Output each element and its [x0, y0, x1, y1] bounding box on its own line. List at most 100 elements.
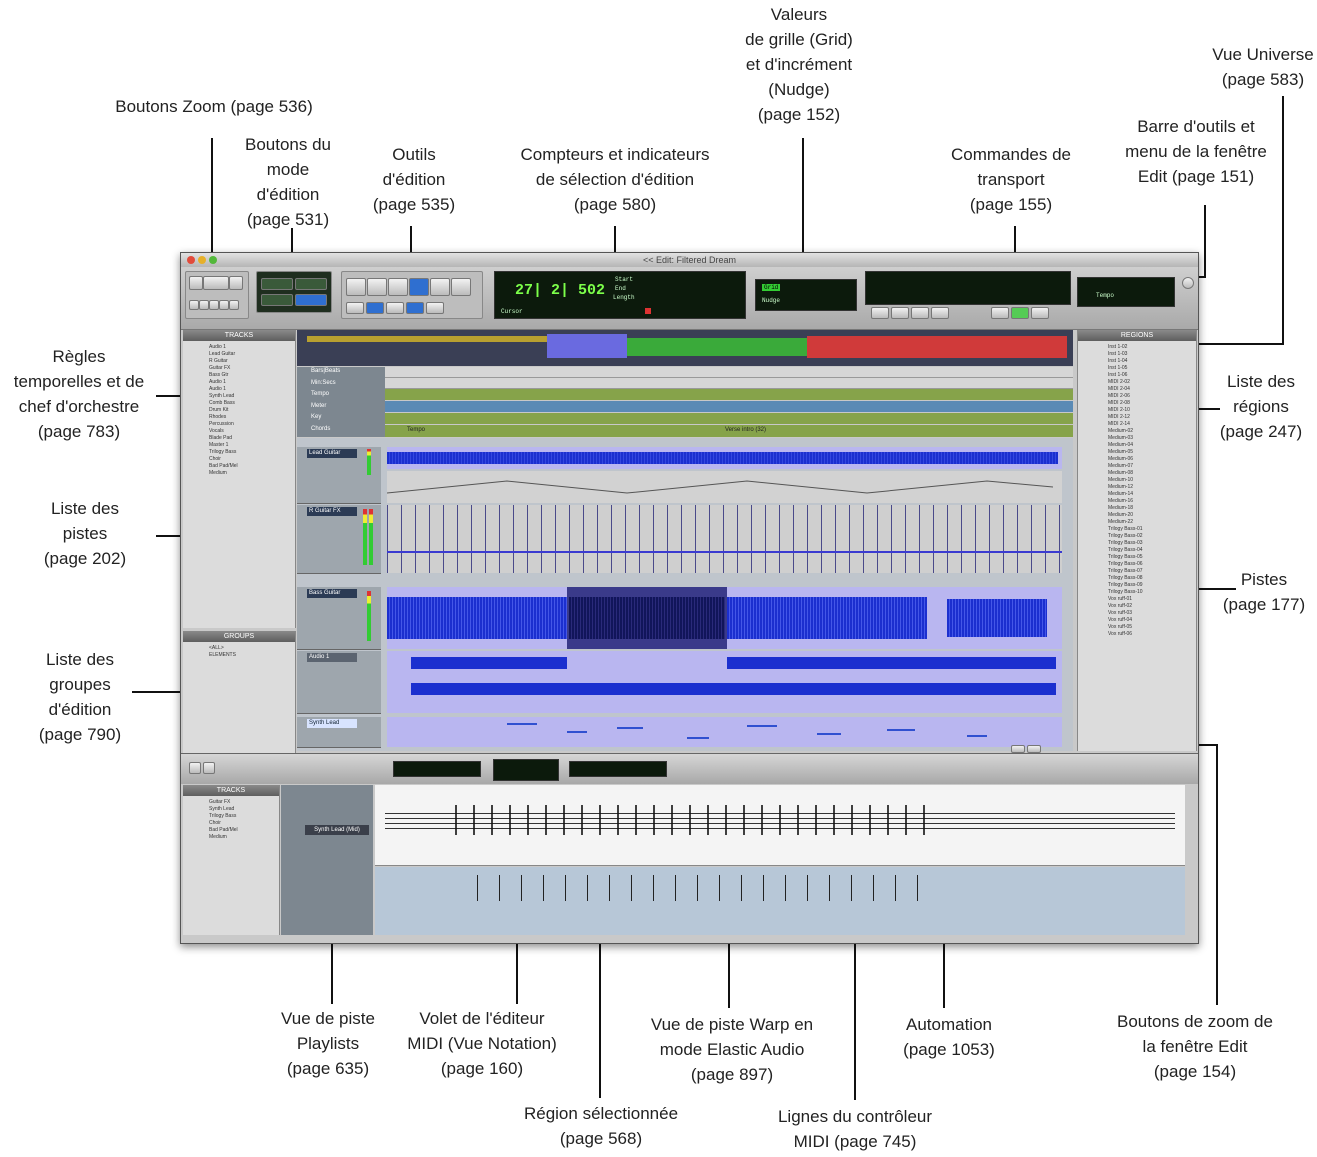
tool-option-5[interactable] [426, 302, 444, 314]
scrubber-tool-icon[interactable] [430, 278, 450, 296]
track-list-item[interactable]: Choir [209, 456, 221, 462]
tool-option-2[interactable] [366, 302, 384, 314]
track-header-bass-guitar[interactable]: Bass Guitar [297, 587, 381, 650]
zoom-in-button[interactable] [229, 276, 243, 290]
midi-track-list-item[interactable]: Choir [209, 820, 221, 826]
toolbar-menu-button[interactable] [1182, 277, 1194, 289]
track-list-item[interactable]: Vocals [209, 428, 224, 434]
region-list-item[interactable]: MIDI 2-12 [1108, 414, 1130, 420]
midi-note[interactable] [567, 731, 587, 733]
track-list-item[interactable]: Percussion [209, 421, 234, 427]
region-list-item[interactable]: Inst 1-05 [1108, 365, 1128, 371]
midi-controller-lane[interactable] [375, 867, 1185, 935]
region-list-item[interactable]: MIDI 2-10 [1108, 407, 1130, 413]
track-name[interactable]: Audio 1 [307, 653, 357, 662]
midi-note[interactable] [687, 737, 709, 739]
grabber-tool-icon[interactable] [409, 278, 429, 296]
region-list-item[interactable]: Trilogy Bass-07 [1108, 568, 1143, 574]
ruler-label[interactable]: Key [311, 414, 322, 420]
zoom-preset-2[interactable] [199, 300, 209, 310]
ruler-label[interactable]: Chords [311, 425, 331, 432]
zoom-window-icon[interactable] [209, 256, 217, 264]
midi-track-list-item[interactable]: Bad Pad/Mel [209, 827, 238, 833]
region-list-item[interactable]: Medium-06 [1108, 456, 1134, 462]
track-header-audio-1[interactable]: Audio 1 [297, 651, 381, 714]
spot-mode-button[interactable] [295, 278, 327, 290]
record-button[interactable] [1031, 307, 1049, 319]
region-list-item[interactable]: Medium-18 [1108, 505, 1134, 511]
track-name[interactable]: Bass Guitar [307, 589, 357, 598]
warp-view-lane[interactable] [387, 505, 1062, 573]
universe-view[interactable] [297, 330, 1073, 366]
region-list-item[interactable]: Vox ruff-02 [1108, 603, 1133, 609]
zoom-preset-4[interactable] [219, 300, 229, 310]
track-name[interactable]: Lead Guitar [307, 449, 357, 458]
group-list-item[interactable]: ELEMENTS [209, 652, 236, 658]
trim-tool-icon[interactable] [367, 278, 387, 296]
tool-option-1[interactable] [346, 302, 364, 314]
track-list-item[interactable]: Bad Pad/Mel [209, 463, 238, 469]
region-list-item[interactable]: Inst 1-02 [1108, 344, 1128, 350]
region-list-item[interactable]: MIDI 2-14 [1108, 421, 1130, 427]
zoom-preset-1[interactable] [189, 300, 199, 310]
selector-tool-icon[interactable] [388, 278, 408, 296]
tool-option-3[interactable] [386, 302, 404, 314]
track-header-lead-guitar[interactable]: Lead Guitar [297, 447, 381, 504]
tool-option-4[interactable] [406, 302, 424, 314]
ruler-label[interactable]: Tempo [311, 391, 330, 397]
midi-track-list-item[interactable]: Guitar FX [209, 799, 231, 805]
region-list-item[interactable]: Medium-05 [1108, 449, 1134, 455]
main-counter-display[interactable]: 27| 2| 502 Start End Length Cursor [494, 271, 746, 319]
track-list-item[interactable]: Master 1 [209, 442, 229, 448]
region-list-item[interactable]: Trilogy Bass-05 [1108, 554, 1143, 560]
midi-lane-label[interactable]: Synth Lead (Mid) [305, 825, 369, 835]
lead-guitar-lane[interactable] [387, 447, 1062, 469]
bass-guitar-lane[interactable] [387, 587, 1062, 649]
midi-zoom-button[interactable] [203, 762, 215, 774]
region-list-item[interactable]: Trilogy Bass-02 [1108, 533, 1143, 539]
track-list-item[interactable]: Bass Gtr [209, 372, 229, 378]
grid-nudge-display[interactable]: Grid Nudge [755, 279, 857, 311]
tempo-ruler[interactable] [385, 389, 1073, 400]
track-list-item[interactable]: Medium [209, 470, 227, 476]
close-icon[interactable] [187, 256, 195, 264]
midi-grid-display[interactable] [393, 761, 481, 777]
region-list-item[interactable]: Inst 1-03 [1108, 351, 1128, 357]
region-list-item[interactable]: Medium-07 [1108, 463, 1134, 469]
notation-view[interactable] [375, 785, 1185, 866]
midi-zoom-button[interactable] [189, 762, 201, 774]
midi-note[interactable] [747, 725, 777, 727]
key-ruler[interactable] [385, 413, 1073, 424]
meter-ruler[interactable] [385, 401, 1073, 412]
chords-ruler[interactable]: Tempo Verse intro (32) [385, 425, 1073, 437]
automation-lane[interactable] [387, 471, 1062, 503]
region-list-item[interactable]: Medium-14 [1108, 491, 1134, 497]
midi-track-list-item[interactable]: Medium [209, 834, 227, 840]
zoomer-tool-icon[interactable] [346, 278, 366, 296]
midi-note[interactable] [507, 723, 537, 725]
track-list-item[interactable]: Audio 1 [209, 344, 226, 350]
tempo-marker[interactable]: Tempo [407, 427, 426, 433]
edit-zoom-in-button[interactable] [1027, 745, 1041, 753]
track-name[interactable]: R Guitar FX [307, 507, 357, 516]
region-list-item[interactable]: Medium-20 [1108, 512, 1134, 518]
region-list-item[interactable]: MIDI 2-04 [1108, 386, 1130, 392]
track-list-item[interactable]: Audio 1 [209, 386, 226, 392]
region-list-item[interactable]: Inst 1-04 [1108, 358, 1128, 364]
grid-mode-button[interactable] [295, 294, 327, 306]
track-list-item[interactable]: Lead Guitar [209, 351, 236, 357]
region-list-item[interactable]: MIDI 2-02 [1108, 379, 1130, 385]
ruler-label[interactable]: Bars|Beats [311, 368, 341, 374]
track-list-item[interactable]: Comb Bass [209, 400, 235, 406]
region-list-item[interactable]: Medium-02 [1108, 428, 1134, 434]
midi-note[interactable] [967, 735, 987, 737]
fast-forward-button[interactable] [891, 307, 909, 319]
track-list-item[interactable]: R Guitar [209, 358, 228, 364]
midi-note[interactable] [817, 733, 841, 735]
track-header-r-guitar-fx[interactable]: R Guitar FX [297, 505, 381, 574]
go-to-start-button[interactable] [911, 307, 929, 319]
audio-1-lane[interactable] [387, 651, 1062, 713]
track-header-synth-lead[interactable]: Synth Lead [297, 717, 381, 748]
rewind-button[interactable] [871, 307, 889, 319]
zoom-out-button[interactable] [189, 276, 203, 290]
